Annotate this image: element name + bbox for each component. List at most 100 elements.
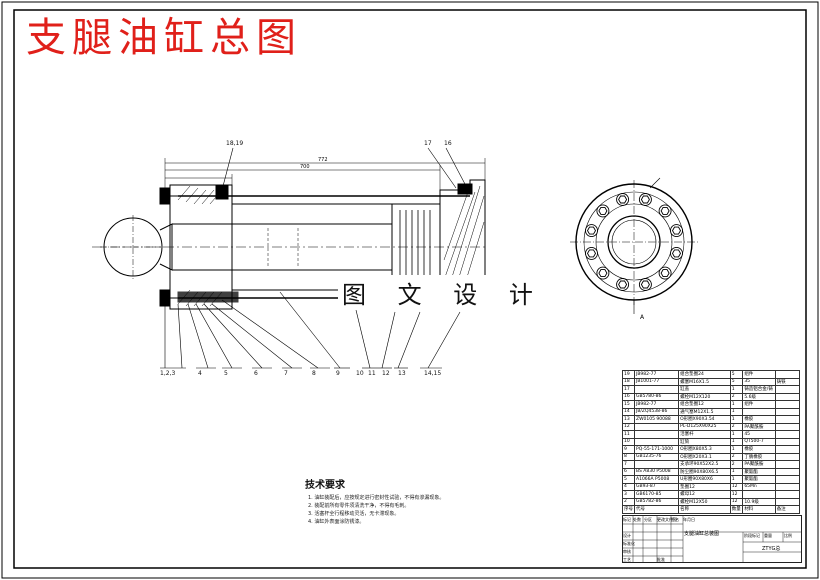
bom-cell: JB982-77 bbox=[633, 400, 680, 409]
callout-label: 5 bbox=[224, 370, 228, 377]
bom-cell: GB93-87 bbox=[633, 482, 680, 491]
title-block-label: 重量 bbox=[764, 533, 772, 538]
bom-cell bbox=[774, 460, 801, 469]
bom-cell bbox=[774, 437, 801, 446]
bom-cell: PQ-55-171-1000 bbox=[633, 445, 680, 454]
bom-cell: 备注 bbox=[774, 505, 801, 514]
drawing-code: ZTYG总 bbox=[762, 546, 781, 552]
drawing-title: 支腿油缸总图 bbox=[26, 15, 302, 61]
title-block-label: 阶段标记 bbox=[744, 533, 760, 538]
bom-cell: 螺母12 bbox=[678, 490, 731, 499]
bom-cell: 12 bbox=[729, 482, 744, 491]
bom-cell: JB1001-77 bbox=[633, 377, 680, 386]
bom-cell: GB6170-85 bbox=[633, 490, 680, 499]
callout-label: 16 bbox=[444, 140, 452, 147]
bom-cell: 铸造铝合金/铸 bbox=[742, 385, 776, 394]
bom-cell: 6 bbox=[622, 467, 635, 476]
bom-cell: JB/ZQ4538-86 bbox=[633, 407, 680, 416]
bom-cell: 65Mn bbox=[742, 482, 776, 491]
title-block-label: 处数 bbox=[633, 517, 641, 522]
bom-cell: 12 bbox=[729, 490, 744, 499]
bom-cell: 2 bbox=[729, 452, 744, 461]
bom-cell: 丁腈橡胶 bbox=[742, 452, 776, 461]
bom-cell: 1 bbox=[729, 475, 744, 484]
title-block-label: 年月日 bbox=[683, 517, 695, 522]
bom-cell: 2 bbox=[729, 392, 744, 401]
bom-cell: O形圈X90X3.54 bbox=[678, 415, 731, 424]
bom-cell: 14 bbox=[622, 407, 635, 416]
bom-cell bbox=[774, 430, 801, 439]
bolt-hex bbox=[660, 269, 670, 278]
callout-label: 17 bbox=[424, 140, 432, 147]
bom-cell: 名称 bbox=[678, 505, 731, 514]
bom-cell: U形圈90X80X6 bbox=[678, 475, 731, 484]
callout-label: 14,15 bbox=[424, 370, 442, 377]
bom-cell bbox=[774, 392, 801, 401]
tech-frame bbox=[299, 467, 551, 539]
bom-cell: 19 bbox=[622, 370, 635, 379]
bom-cell: 1 bbox=[729, 407, 744, 416]
bom-cell: 11 bbox=[622, 430, 635, 439]
bom-cell bbox=[633, 460, 680, 469]
bom-cell: 45 bbox=[742, 430, 776, 439]
bom-cell: 螺栓M12X120 bbox=[678, 392, 731, 401]
bom-cell: 12 bbox=[622, 422, 635, 431]
bom-cell: 2 bbox=[622, 497, 635, 506]
callout-label: 8 bbox=[312, 370, 316, 377]
bom-cell: ZW0105 90088 bbox=[633, 415, 680, 424]
bom-cell: 15 bbox=[622, 400, 635, 409]
bom-cell: 8 bbox=[622, 452, 635, 461]
bom-cell: PL-D125X90X25 bbox=[678, 422, 731, 431]
bolt-hex bbox=[660, 206, 670, 215]
bom-cell: 1 bbox=[729, 415, 744, 424]
drawing-name: 支腿油缸总装图 bbox=[684, 531, 720, 537]
cylinder-assembly: 772 700 bbox=[92, 147, 486, 369]
title-block-label: 审核 bbox=[623, 549, 631, 554]
bolt-hex bbox=[586, 226, 597, 235]
bom-cell: 5 bbox=[729, 370, 744, 379]
bom-cell: 垫圈12 bbox=[678, 482, 731, 491]
bom-cell: PA聚酰胺 bbox=[742, 460, 776, 469]
bom-cell: PA聚酰胺 bbox=[742, 422, 776, 431]
title-block-label: 标准化 bbox=[623, 541, 635, 546]
callout-label: 1,2,3 bbox=[160, 370, 176, 377]
bom-cell bbox=[774, 385, 801, 394]
bom-cell: O形圈X20X3.1 bbox=[678, 452, 731, 461]
bom-cell: 组合垫圈24 bbox=[678, 370, 731, 379]
bom-cell: 13 bbox=[622, 415, 635, 424]
bom-cell bbox=[774, 452, 801, 461]
bom-cell: 缸筒 bbox=[678, 437, 731, 446]
bom-cell: 支承环90X52X2.5 bbox=[678, 460, 731, 469]
bom-cell bbox=[633, 437, 680, 446]
bom-cell: GB5782-86 bbox=[633, 497, 680, 506]
bom-cell: 3 bbox=[622, 490, 635, 499]
flange-end-view bbox=[570, 177, 700, 314]
bolt-hex bbox=[671, 226, 682, 235]
bom-cell: QT500-7 bbox=[742, 437, 776, 446]
bom-cell bbox=[774, 467, 801, 476]
bom-cell: 1 bbox=[729, 430, 744, 439]
bolt-hex bbox=[598, 206, 608, 215]
callout-label: 7 bbox=[284, 370, 288, 377]
callout-label: 13 bbox=[398, 370, 406, 377]
bom-cell: 18 bbox=[622, 377, 635, 386]
bom-cell: 1 bbox=[729, 467, 744, 476]
title-block-label: 标记 bbox=[623, 517, 631, 522]
bolt-hex bbox=[598, 269, 608, 278]
title-block-label: 分区 bbox=[644, 517, 652, 522]
tech-requirements-heading: 技术要求 bbox=[305, 480, 345, 491]
bom-cell: 1 bbox=[729, 400, 744, 409]
bom-cell: 10.9级 bbox=[742, 497, 776, 506]
tech-requirement-line: 2. 装配前所有零件须清洗干净，不得有毛刺。 bbox=[308, 503, 410, 509]
bom-cell: 橡胶 bbox=[742, 445, 776, 454]
callout-label: 12 bbox=[382, 370, 390, 377]
callout-label: 10 bbox=[356, 370, 364, 377]
